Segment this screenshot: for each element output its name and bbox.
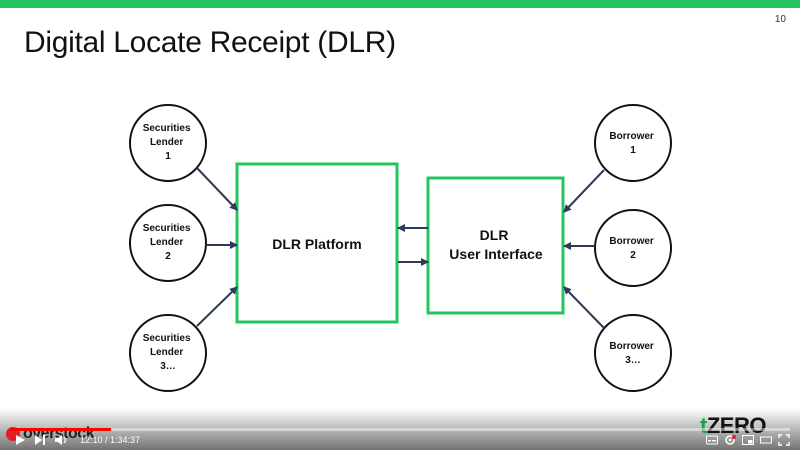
dlr-platform-box: DLR Platform xyxy=(235,162,399,324)
lender-3-line-1: Securities xyxy=(143,333,191,344)
play-icon xyxy=(16,435,25,445)
dlr-ui-label-line-2: User Interface xyxy=(449,246,543,262)
lender-3-line-2: Lender xyxy=(150,347,183,358)
arrow-lender-3 xyxy=(196,286,238,327)
borrower-circle-3: Borrower 3… xyxy=(594,314,672,392)
dlr-platform-label: DLR Platform xyxy=(272,236,361,252)
borrower-circle-2: Borrower 2 xyxy=(594,209,672,287)
player-controls-background xyxy=(0,408,800,450)
tzero-logo-text: ZERO xyxy=(706,413,767,438)
tzero-logo: tZERO xyxy=(700,413,766,439)
fullscreen-icon xyxy=(778,434,790,446)
borrower-2-line-1: Borrower xyxy=(609,236,654,247)
lender-1-line-2: Lender xyxy=(150,137,183,148)
accent-bar xyxy=(0,0,800,8)
play-button[interactable] xyxy=(14,433,26,447)
lender-3-line-3: 3… xyxy=(160,361,176,372)
borrower-3-line-1: Borrower xyxy=(609,341,654,352)
borrower-circle-1: Borrower 1 xyxy=(594,104,672,182)
video-progress-bar[interactable] xyxy=(10,428,790,431)
miniplayer-icon xyxy=(742,435,754,445)
borrower-1-line-1: Borrower xyxy=(609,131,654,142)
theater-icon xyxy=(760,436,772,444)
next-icon xyxy=(35,435,45,445)
fullscreen-button[interactable] xyxy=(778,433,790,446)
lender-circle-2: Securities Lender 2 xyxy=(129,204,207,282)
tzero-logo-t: t xyxy=(700,413,707,438)
next-button[interactable] xyxy=(34,433,46,447)
svg-text:Borrower 2: Borrower 2 xyxy=(609,236,656,261)
dlr-user-interface-box: DLR User Interface xyxy=(426,176,565,315)
lender-1-line-1: Securities xyxy=(143,123,191,134)
lender-circle-3: Securities Lender 3… xyxy=(129,314,207,392)
time-display: 12:10 / 1:34:37 xyxy=(80,435,141,445)
dlr-ui-label-line-1: DLR xyxy=(480,227,509,243)
video-progress-fill xyxy=(10,428,111,431)
slide-title: Digital Locate Receipt (DLR) xyxy=(24,26,396,59)
subtitles-button[interactable] xyxy=(706,433,718,445)
lender-2-line-3: 2 xyxy=(165,251,171,262)
volume-button[interactable] xyxy=(54,433,68,447)
subtitles-icon xyxy=(706,435,718,445)
svg-text:Securities Lender: Securities Lender 2 xyxy=(143,223,194,262)
lender-2-line-2: Lender xyxy=(150,237,183,248)
settings-button[interactable] xyxy=(724,433,736,445)
svg-text:Borrower 1: Borrower 1 xyxy=(609,131,656,156)
svg-text:DLR User Interface: DLR User Interface xyxy=(449,227,543,262)
lender-2-line-1: Securities xyxy=(143,223,191,234)
volume-icon xyxy=(55,435,67,445)
lender-circle-1: Securities Lender 1 xyxy=(129,104,207,182)
arrow-lender-1 xyxy=(196,167,238,211)
slide-number: 10 xyxy=(774,14,786,25)
borrower-3-line-2: 3… xyxy=(625,355,641,366)
borrower-1-line-2: 1 xyxy=(630,145,636,156)
lender-1-line-3: 1 xyxy=(165,151,171,162)
borrower-2-line-2: 2 xyxy=(630,250,636,261)
svg-text:Borrower 3…: Borrower 3… xyxy=(609,341,656,366)
arrow-borrower-1 xyxy=(563,169,605,213)
miniplayer-button[interactable] xyxy=(742,433,754,445)
settings-icon xyxy=(725,435,736,445)
svg-text:Securities Lender: Securities Lender 1 xyxy=(143,123,194,162)
theater-button[interactable] xyxy=(760,433,772,445)
svg-text:Securities Lender: Securities Lender 3… xyxy=(143,333,194,372)
arrow-borrower-3 xyxy=(563,286,605,329)
